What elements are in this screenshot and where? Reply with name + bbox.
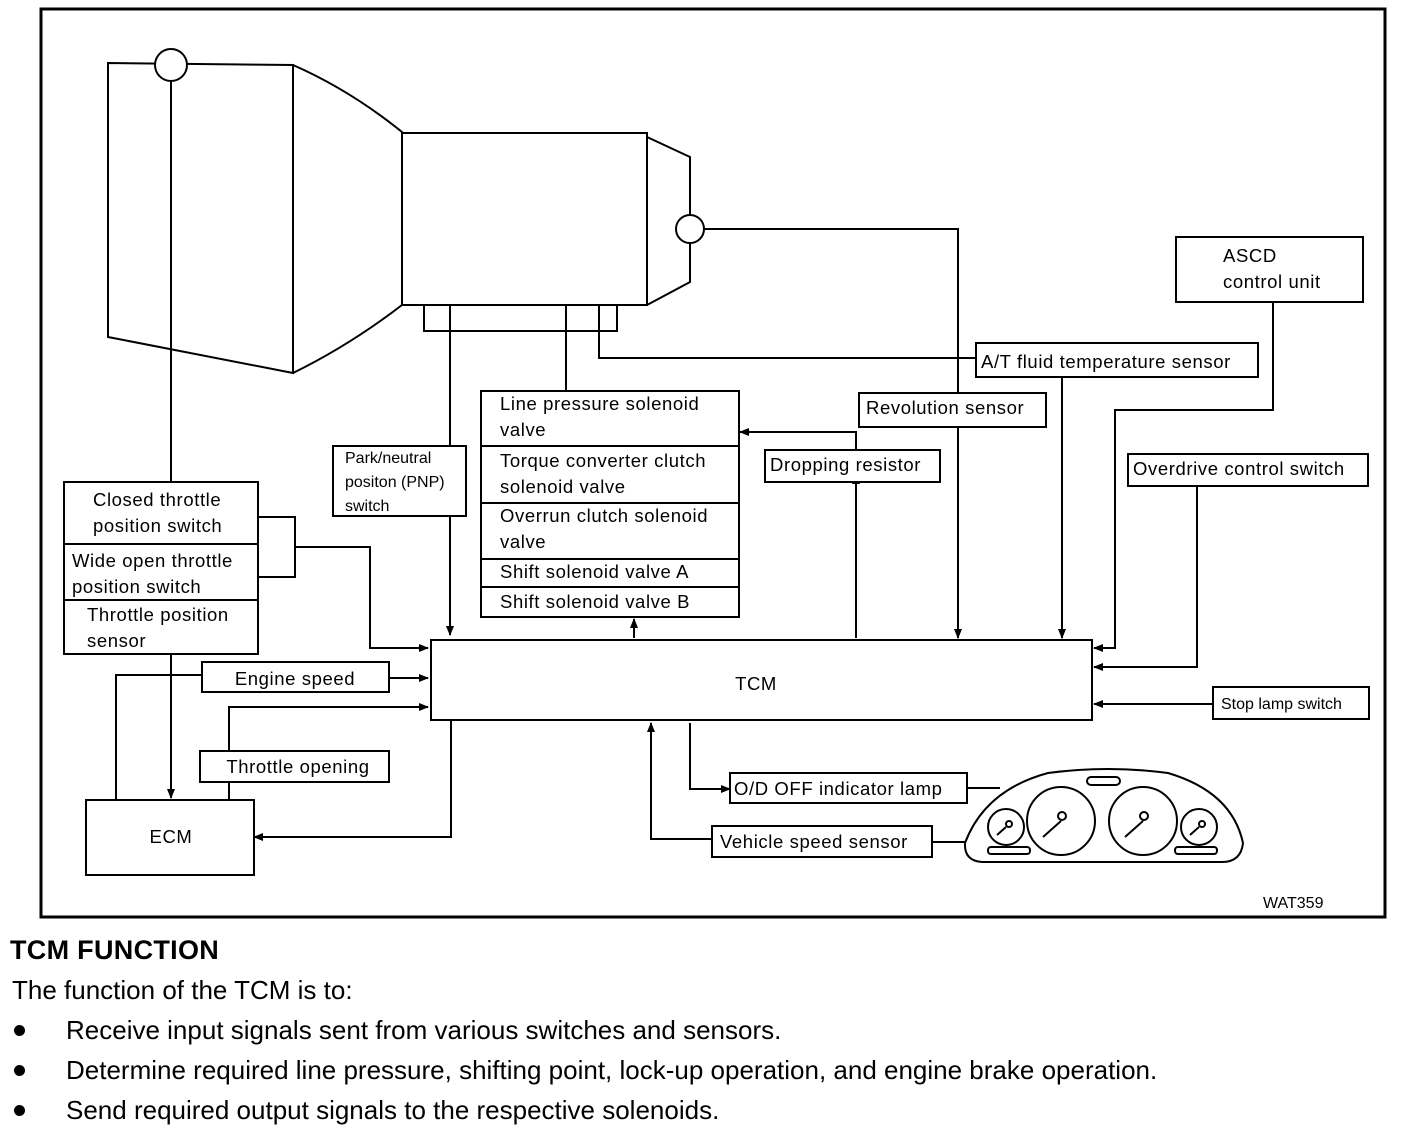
closed-throttle-label-2: position switch: [93, 515, 222, 536]
pnp-line-2: positon (PNP): [345, 474, 445, 491]
input-speed-sensor-icon: [154, 48, 188, 82]
wiring: [115, 81, 1274, 843]
ascd-line-1: ASCD: [1223, 245, 1277, 266]
overrun-solenoid-label-2: valve: [500, 531, 546, 552]
dropping-resistor-box: Dropping resistor: [764, 449, 941, 483]
transmission-illustration: [107, 48, 705, 375]
diagram-frame: [39, 7, 1387, 919]
throttle-opening-box: Throttle opening: [199, 750, 390, 783]
fluid-temp-sensor-label: A/T fluid temperature sensor: [981, 351, 1231, 372]
instrument-cluster-icon: [963, 768, 1245, 863]
vehicle-speed-sensor-label: Vehicle speed sensor: [720, 831, 908, 852]
list-item: Determine required line pressure, shifti…: [10, 1050, 1400, 1090]
pnp-line-1: Park/neutral: [345, 450, 431, 467]
wot-switch-label-1: Wide open throttle: [72, 550, 233, 571]
overdrive-switch-label: Overdrive control switch: [1133, 458, 1345, 479]
engine-speed-label: Engine speed: [235, 668, 355, 689]
list-item: Send required output signals to the resp…: [10, 1090, 1400, 1130]
revolution-sensor-icon: [675, 214, 705, 244]
solenoid-group: Line pressure solenoid valve Torque conv…: [480, 390, 740, 618]
line-pressure-solenoid-label-2: valve: [500, 419, 546, 440]
revolution-sensor-box: Revolution sensor: [858, 392, 1047, 428]
bullet-icon: [14, 1025, 25, 1036]
tcm-system-diagram: TCM ECM ASCD control unit A/T fluid temp…: [39, 7, 1387, 919]
tps-label-2: sensor: [87, 630, 146, 651]
list-item-text: Send required output signals to the resp…: [66, 1095, 720, 1125]
ecm-block: ECM: [85, 799, 255, 876]
wot-switch-label-2: position switch: [72, 576, 201, 597]
od-off-lamp-label: O/D OFF indicator lamp: [734, 778, 943, 799]
shift-solenoid-b-label: Shift solenoid valve B: [500, 591, 690, 612]
engine-speed-box: Engine speed: [201, 661, 390, 693]
closed-throttle-label-1: Closed throttle: [93, 489, 221, 510]
revolution-sensor-label: Revolution sensor: [866, 397, 1024, 418]
pnp-line-3: switch: [345, 498, 389, 515]
ascd-control-unit-box: ASCD control unit: [1175, 236, 1364, 303]
ecm-label: ECM: [150, 826, 193, 847]
od-off-lamp-box: O/D OFF indicator lamp: [729, 772, 968, 804]
dropping-resistor-label: Dropping resistor: [770, 454, 921, 475]
ascd-line-2: control unit: [1223, 271, 1321, 292]
bullet-icon: [14, 1105, 25, 1116]
overrun-solenoid-label-1: Overrun clutch solenoid: [500, 505, 708, 526]
stop-lamp-switch-label: Stop lamp switch: [1221, 696, 1342, 713]
tcc-solenoid-label-1: Torque converter clutch: [500, 450, 706, 471]
list-item: Receive input signals sent from various …: [10, 1010, 1400, 1050]
throttle-opening-label: Throttle opening: [226, 756, 369, 777]
tcm-block: TCM: [430, 639, 1093, 721]
bullet-icon: [14, 1065, 25, 1076]
vehicle-speed-sensor-box: Vehicle speed sensor: [711, 825, 933, 858]
pnp-switch-box: Park/neutral positon (PNP) switch: [332, 445, 467, 517]
list-item-text: Determine required line pressure, shifti…: [66, 1055, 1158, 1085]
shift-solenoid-a-label: Shift solenoid valve A: [500, 561, 689, 582]
tcm-function-section: TCM FUNCTION The function of the TCM is …: [10, 930, 1400, 1130]
tcm-label: TCM: [735, 673, 777, 694]
fluid-temp-sensor-box: A/T fluid temperature sensor: [975, 342, 1259, 378]
section-intro: The function of the TCM is to:: [12, 975, 353, 1005]
function-list: Receive input signals sent from various …: [10, 1010, 1400, 1130]
tps-label-1: Throttle position: [87, 604, 229, 625]
line-pressure-solenoid-label-1: Line pressure solenoid: [500, 393, 699, 414]
tcc-solenoid-label-2: solenoid valve: [500, 476, 626, 497]
overdrive-switch-box: Overdrive control switch: [1127, 453, 1369, 487]
stop-lamp-switch-box: Stop lamp switch: [1212, 686, 1370, 720]
throttle-group: Closed throttle position switch Wide ope…: [63, 481, 259, 655]
list-item-text: Receive input signals sent from various …: [66, 1015, 782, 1045]
section-title: TCM FUNCTION: [10, 935, 220, 965]
figure-id: WAT359: [1263, 895, 1324, 912]
